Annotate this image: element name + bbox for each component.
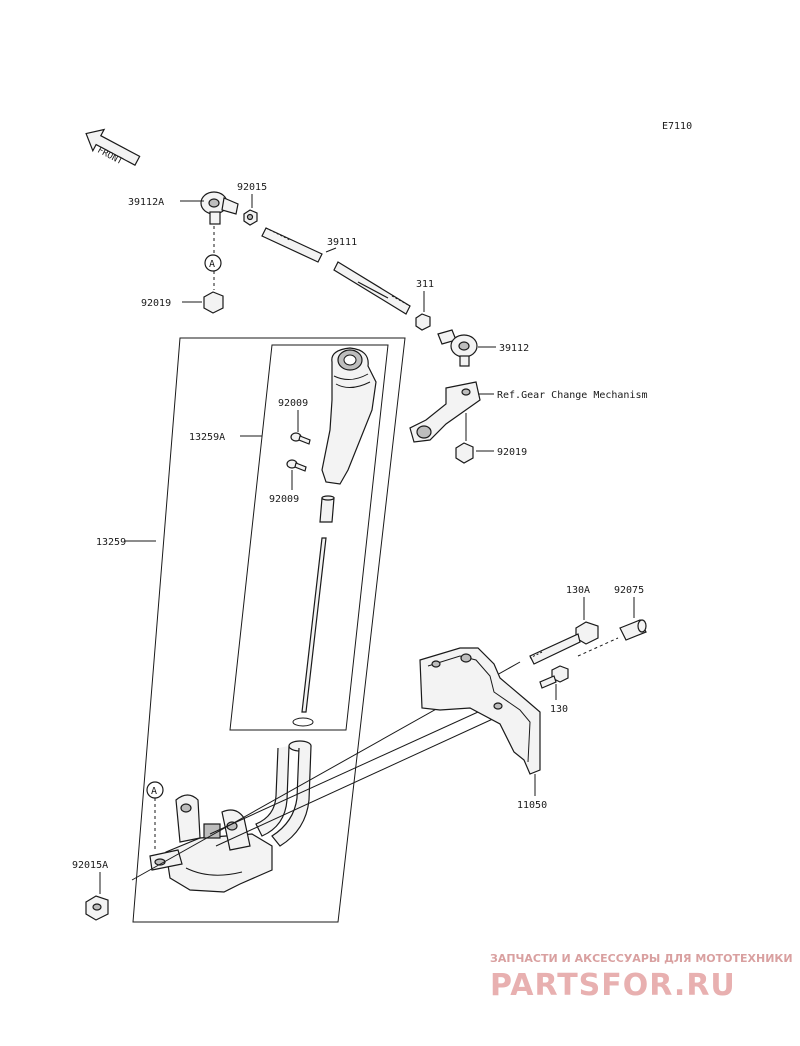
rod-39111 [261, 227, 411, 315]
leader-spacer-dash [577, 637, 619, 657]
callout-92075: 92075 [614, 585, 644, 596]
callout-130a: 130A [566, 585, 590, 596]
gear-change-arm [409, 381, 481, 443]
tie-rod-end-39112 [437, 329, 478, 367]
shift-lever-grip [321, 347, 377, 485]
assembly-box-13259a [229, 344, 389, 731]
callout-92015a: 92015A [72, 860, 108, 871]
bolt-130a [529, 621, 599, 665]
watermark-tagline: ЗАПЧАСТИ И АКСЕССУАРЫ ДЛЯ МОТОТЕХНИКИ [490, 952, 793, 965]
tie-rod-end-39112a [200, 191, 239, 225]
nut-311 [415, 313, 431, 331]
shaft-line-1 [209, 701, 501, 835]
lever-pipe [255, 740, 312, 847]
callout-13259a: 13259A [189, 432, 225, 443]
diagram-code: E7110 [662, 121, 692, 132]
lever-rod [301, 537, 327, 713]
callout-39111: 39111 [327, 237, 357, 248]
callout-92015: 92015 [237, 182, 267, 193]
pivot-body [149, 794, 273, 893]
watermark-brand: PARTSFOR.RU [490, 968, 736, 1003]
callout-92019-left: 92019 [141, 298, 171, 309]
callout-39112: 39112 [499, 343, 529, 354]
callout-11050: 11050 [517, 800, 547, 811]
nut-92019-right [455, 442, 474, 464]
bracket-11050 [419, 647, 541, 775]
callout-92019-right: 92019 [497, 447, 527, 458]
spacer-92075 [619, 619, 647, 641]
marker-a-top-label: A [209, 259, 215, 270]
shaft-line-2 [215, 711, 509, 847]
callout-92009-bottom: 92009 [269, 494, 299, 505]
callout-39112a: 39112A [128, 197, 164, 208]
ref-gear-label: Ref.Gear Change Mechanism [497, 390, 648, 401]
callout-130: 130 [550, 704, 568, 715]
nut-92015a [85, 895, 109, 921]
marker-a-top [204, 254, 222, 272]
screw-92009-bottom [286, 459, 307, 472]
bolt-130 [539, 665, 569, 689]
assembly-box-13259 [132, 337, 406, 923]
nut-92019-left [203, 291, 224, 314]
callout-13259: 13259 [96, 537, 126, 548]
o-ring [292, 717, 314, 727]
front-arrow-icon: FRONT [85, 128, 141, 167]
lever-collar [319, 495, 335, 523]
callout-92009-top: 92009 [278, 398, 308, 409]
screw-92009-top [290, 432, 311, 445]
marker-a-bottom-label: A [151, 786, 157, 797]
leader-39111 [325, 247, 337, 253]
callout-311: 311 [416, 279, 434, 290]
nut-92015 [243, 209, 258, 226]
